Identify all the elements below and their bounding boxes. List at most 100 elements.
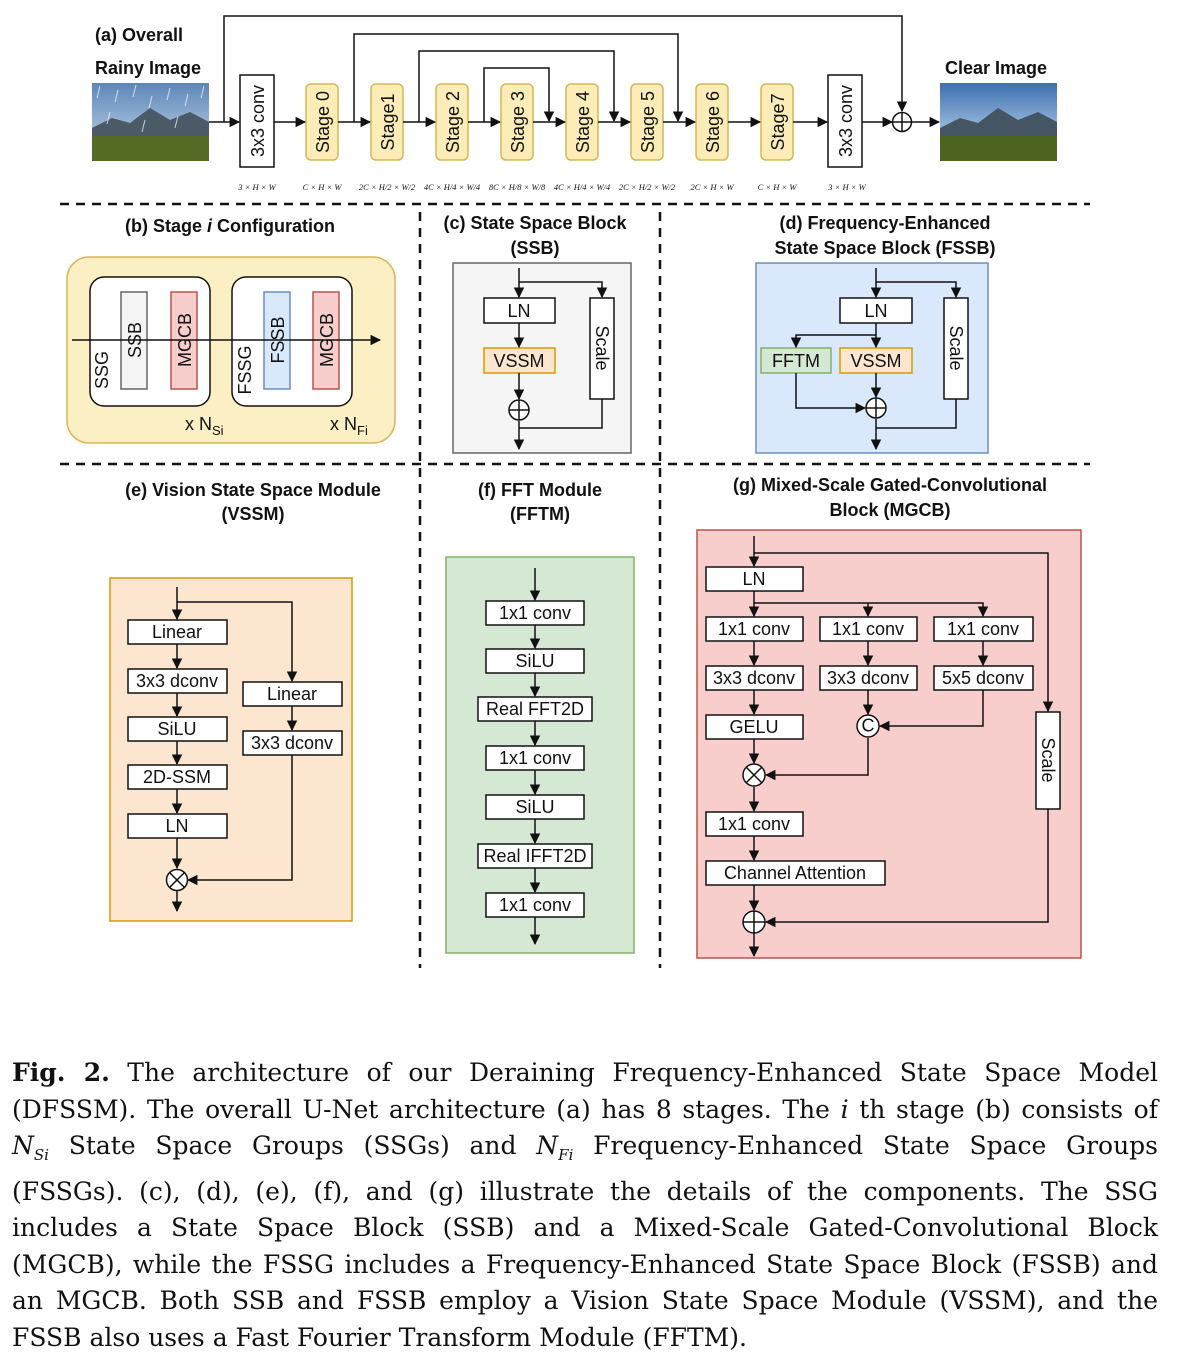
ssg-repeat-count: x NSi (185, 414, 224, 438)
input-label: Rainy Image (95, 58, 201, 78)
figure-caption: Fig. 2. The architecture of our Derainin… (12, 1055, 1158, 1356)
caption-text-3: State Space Groups (SSGs) and (48, 1131, 537, 1160)
fssb-fftm-label: FFTM (772, 351, 820, 371)
mgcb-ln-label: LN (742, 569, 765, 589)
mgcb-concat-op: C (856, 714, 880, 738)
panel-f-title-1: (f) FFT Module (478, 480, 602, 500)
stage-6-label: Stage 6 (703, 91, 723, 153)
caption-n-s: N (12, 1131, 34, 1160)
panel-c-title-2: (SSB) (511, 238, 560, 258)
panel-dividers (60, 202, 1090, 968)
mgcb-scale-box (1035, 711, 1061, 810)
vssm-ln-label: LN (165, 816, 188, 836)
ssg-label: SSG (92, 351, 112, 389)
panel-e: (e) Vision State Space Module (VSSM) Lin… (109, 480, 381, 922)
mgcb-channel-attention-label: Channel Attention (724, 863, 866, 883)
panel-c: (c) State Space Block (SSB) LN VSSM Scal… (443, 213, 632, 454)
fssg-repeat-count: x NFi (330, 414, 368, 438)
vssm-2d-ssm-label: 2D-SSM (143, 767, 211, 787)
stage-1-label: Stage1 (378, 93, 398, 150)
mgcb-dconv-b-label: 3x3 dconv (827, 668, 909, 688)
mgcb-channel-attention (705, 860, 886, 886)
ssb-vssm-label: VSSM (493, 351, 544, 371)
vssm-silu (127, 716, 228, 742)
fssb-add-op (865, 397, 887, 419)
mgcb-dconv-c-label: 5x5 dconv (942, 668, 1024, 688)
fftm-silu-2-label: SiLU (515, 797, 554, 817)
vssm-2d-ssm (127, 764, 228, 790)
panel-b-title: (b) Stage i Configuration (125, 216, 335, 236)
dim-9: 3 × H × W (827, 182, 866, 192)
dim-7: 2C × H × W (690, 182, 734, 192)
fssb-vssm-label: VSSM (850, 351, 901, 371)
mgcb-conv1-a-label: 1x1 conv (718, 619, 790, 639)
panel-f: (f) FFT Module (FFTM) 1x1 conv SiLU Real… (445, 480, 635, 954)
mgcb-scale-label: Scale (1038, 737, 1058, 782)
panel-e-title-1: (e) Vision State Space Module (125, 480, 381, 500)
ssb-scale-label: Scale (592, 325, 612, 370)
stage-3-label: Stage 3 (508, 91, 528, 153)
fftm-silu-1 (485, 648, 585, 674)
mgcb-conv1-c-label: 1x1 conv (947, 619, 1019, 639)
rainy-image (92, 83, 209, 161)
stage-7-label: Stage7 (768, 93, 788, 150)
output-label: Clear Image (945, 58, 1047, 78)
stage-4-label: Stage 4 (573, 91, 593, 153)
clear-image (940, 83, 1057, 161)
caption-label: Fig. 2. (12, 1058, 110, 1087)
dim-3: 4C × H/4 × W/4 (424, 182, 481, 192)
dim-4: 8C × H/8 × W/8 (489, 182, 546, 192)
caption-i-var: i (840, 1094, 849, 1124)
mgcb-multiply-op (742, 763, 766, 787)
mgcb-gelu-label: GELU (729, 717, 778, 737)
fftm-conv-3-label: 1x1 conv (499, 895, 571, 915)
fftm-real-ifft2d-label: Real IFFT2D (483, 846, 586, 866)
fftm-conv-2 (485, 745, 585, 771)
mgcb-dconv-a (705, 665, 804, 691)
tail-conv-label: 3x3 conv (836, 85, 856, 157)
stage-2-label: Stage 2 (443, 91, 463, 153)
mgcb-ln (705, 566, 804, 592)
mgcb-conv1-b (819, 616, 918, 642)
dim-0: 3 × H × W (237, 182, 276, 192)
panel-a-title: (a) Overall (95, 25, 183, 45)
mgcb-panel-box (696, 529, 1082, 959)
panel-d-title-1: (d) Frequency-Enhanced (779, 213, 990, 233)
vssm-dconv-1-label: 3x3 dconv (136, 671, 218, 691)
vssm-linear-2-label: Linear (267, 684, 317, 704)
fssb-scale-box (943, 297, 969, 400)
panel-e-title-2: (VSSM) (222, 504, 285, 524)
dim-8: C × H × W (758, 182, 798, 192)
caption-n-f: N (536, 1131, 559, 1160)
fftm-real-fft2d-label: Real FFT2D (486, 699, 584, 719)
dim-2: 2C × H/2 × W/2 (359, 182, 416, 192)
vssm-dconv-1 (127, 668, 228, 694)
vssm-dconv-2-label: 3x3 dconv (251, 733, 333, 753)
panel-a: (a) Overall Rainy Image Clear Image 3x3 … (92, 15, 1057, 192)
stage-blocks: Stage 0 Stage1 Stage 2 Stage 3 Stage 4 S… (305, 83, 794, 161)
fftm-silu-2 (485, 794, 585, 820)
mgcb-conv1-b-label: 1x1 conv (832, 619, 904, 639)
global-residual-add (891, 111, 913, 133)
ssb-add-op (508, 399, 530, 421)
tail-conv-block (827, 74, 863, 168)
ssb-ln-box (483, 297, 556, 324)
stage-5-label: Stage 5 (638, 91, 658, 153)
ssb-ln-label: LN (507, 301, 530, 321)
panel-c-title-1: (c) State Space Block (443, 213, 627, 233)
panel-d: (d) Frequency-Enhanced State Space Block… (755, 213, 996, 454)
mgcb-dconv-a-label: 3x3 dconv (713, 668, 795, 688)
feature-dims: 3 × H × W C × H × W 2C × H/2 × W/2 4C × … (237, 182, 866, 192)
fssb-ln-box (839, 297, 913, 324)
caption-text-2: th stage (b) consists of (848, 1094, 1158, 1124)
panel-b: (b) Stage i Configuration SSG SSB MGCB F… (66, 216, 396, 444)
vssm-silu-label: SiLU (157, 719, 196, 739)
fftm-real-ifft2d (477, 843, 593, 869)
panel-g-title-2: Block (MGCB) (830, 500, 951, 520)
panel-g: (g) Mixed-Scale Gated-Convolutional Bloc… (696, 475, 1082, 959)
dim-6: 2C × H/2 × W/2 (619, 182, 676, 192)
mgcb-concat-label: C (862, 716, 875, 736)
fftm-real-fft2d (477, 696, 593, 722)
mgcb-post-conv-label: 1x1 conv (718, 814, 790, 834)
fssg-label: FSSG (235, 345, 255, 394)
